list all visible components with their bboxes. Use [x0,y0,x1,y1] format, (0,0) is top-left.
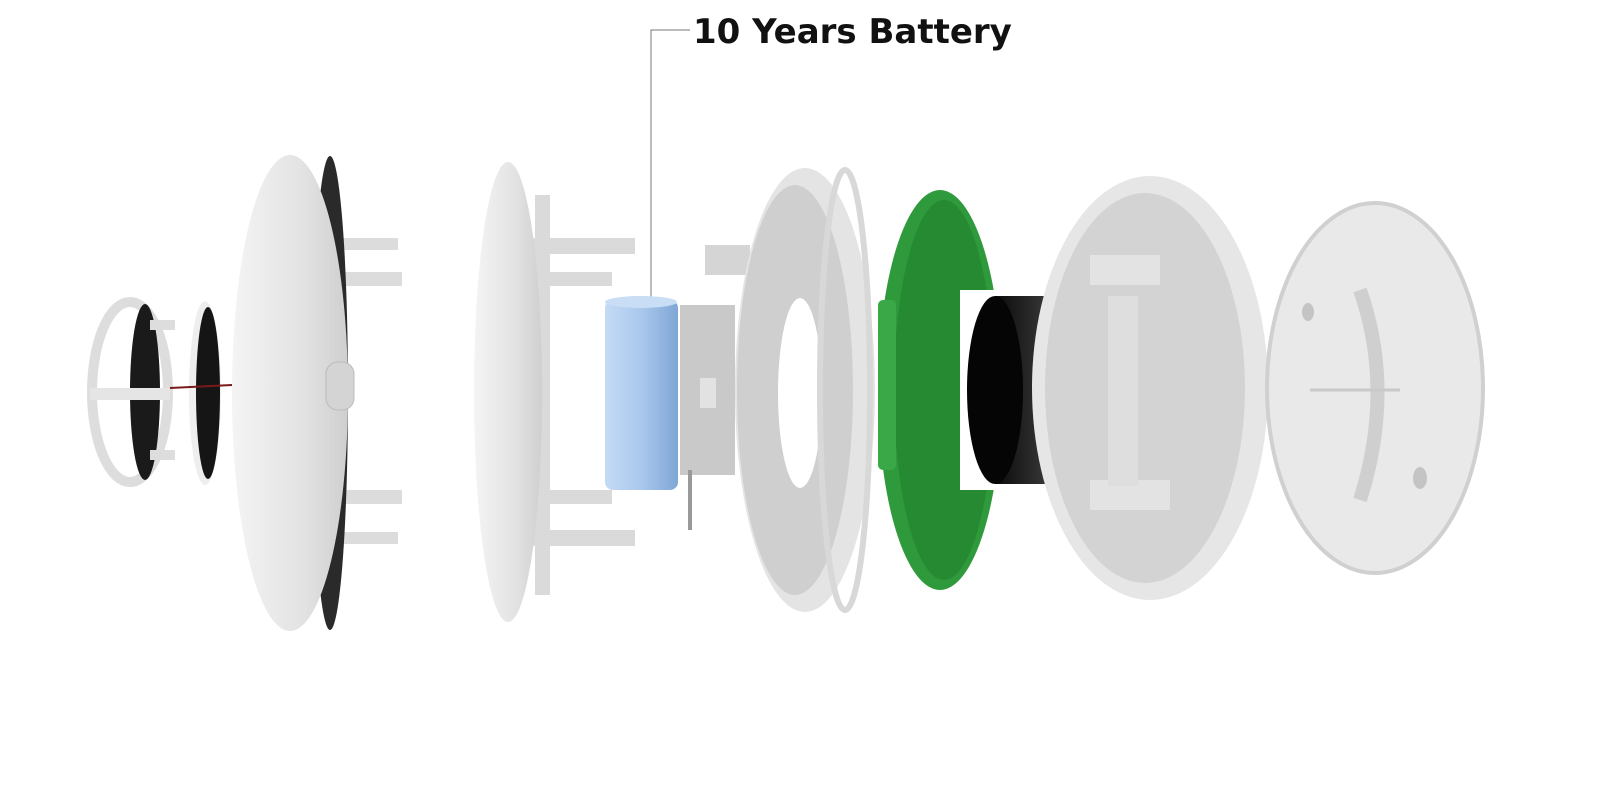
rear-dome [1032,176,1268,600]
ring-housing [705,167,875,613]
battery [605,296,678,490]
thin-disc [169,301,233,485]
battery-callout-label: 10 Years Battery [693,12,1012,52]
callout-leader-line [650,29,690,298]
battery-bracket [680,305,735,530]
middle-shell [474,162,635,622]
small-cap [87,297,175,487]
base-plate [1265,201,1485,575]
front-cover [232,155,402,631]
